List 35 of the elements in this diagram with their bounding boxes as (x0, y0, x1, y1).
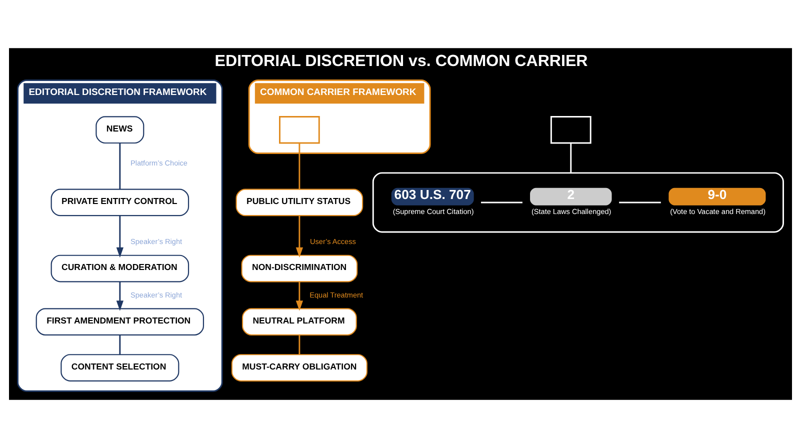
cluster (372, 172, 784, 232)
node-box: PUBLIC UTILITY STATUS (235, 188, 363, 216)
node-box: NON-DISCRIMINATION (240, 254, 358, 282)
node-box: NEWS (95, 116, 144, 144)
node-label: (Supreme Court Citation) (392, 206, 474, 216)
edge-label: Speaker’s Right (130, 290, 182, 299)
node-box (550, 116, 591, 144)
node-label: (Vote to Vacate and Remand) (670, 206, 766, 216)
connector (618, 201, 660, 203)
connector (118, 334, 120, 354)
edge-label: Equal Treatment (309, 290, 363, 299)
node-box (278, 116, 320, 144)
node-box: 603 U.S. 707 (390, 187, 474, 205)
arrow (295, 215, 303, 258)
connector (570, 142, 572, 172)
cluster: COMMON CARRIER FRAMEWORK (248, 79, 430, 154)
node-box: NEUTRAL PLATFORM (241, 308, 356, 335)
edge-label: Platform’s Choice (130, 158, 187, 167)
diagram-title: EDITORIAL DISCRETION vs. COMMON CARRIER (214, 52, 588, 70)
node-box: CONTENT SELECTION (60, 354, 179, 381)
arrow (295, 281, 303, 310)
node-box: CURATION & MODERATION (50, 254, 189, 282)
connector (118, 142, 120, 189)
connector (480, 201, 522, 203)
node-box: MUST-CARRY OBLIGATION (230, 354, 367, 381)
arrow (116, 281, 123, 310)
node-box: FIRST AMENDMENT PROTECTION (35, 308, 204, 335)
edge-label: User’s Access (310, 236, 356, 246)
connector (298, 334, 300, 354)
node-box: PRIVATE ENTITY CONTROL (50, 188, 189, 216)
arrow (116, 215, 123, 258)
node-label: (State Laws Challenged) (530, 206, 611, 216)
edge-label: Speaker’s Right (130, 236, 182, 246)
connector (298, 142, 300, 189)
node-box: 9-0 (668, 187, 766, 205)
